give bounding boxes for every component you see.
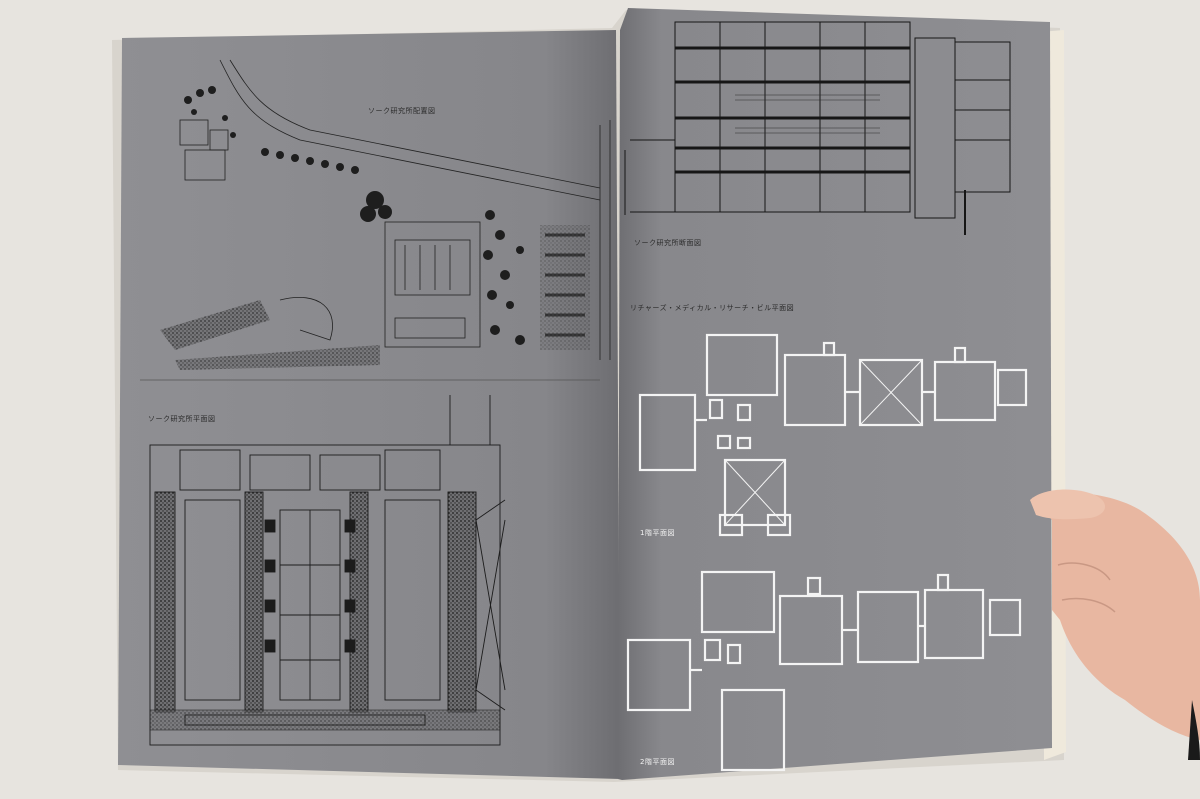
richards-second-floor-plan: [626, 570, 1022, 772]
floor-plan-drawing: [149, 395, 506, 746]
floor-plan-caption: ソーク研究所平面図: [148, 415, 216, 423]
left-page: [118, 30, 620, 779]
richards-caption: リチャーズ・メディカル・リサーチ・ビル平面図: [630, 304, 795, 312]
hand: [1030, 489, 1200, 760]
section-caption: ソーク研究所断面図: [634, 239, 702, 247]
site-plan-drawing: [140, 59, 611, 381]
first-floor-caption: 1階平面図: [640, 529, 675, 537]
right-page: [618, 8, 1052, 780]
section-drawing: [624, 21, 1011, 235]
site-plan-caption: ソーク研究所配置図: [368, 107, 436, 115]
richards-first-floor-plan: [638, 333, 1028, 537]
second-floor-caption: 2階平面図: [640, 758, 675, 766]
